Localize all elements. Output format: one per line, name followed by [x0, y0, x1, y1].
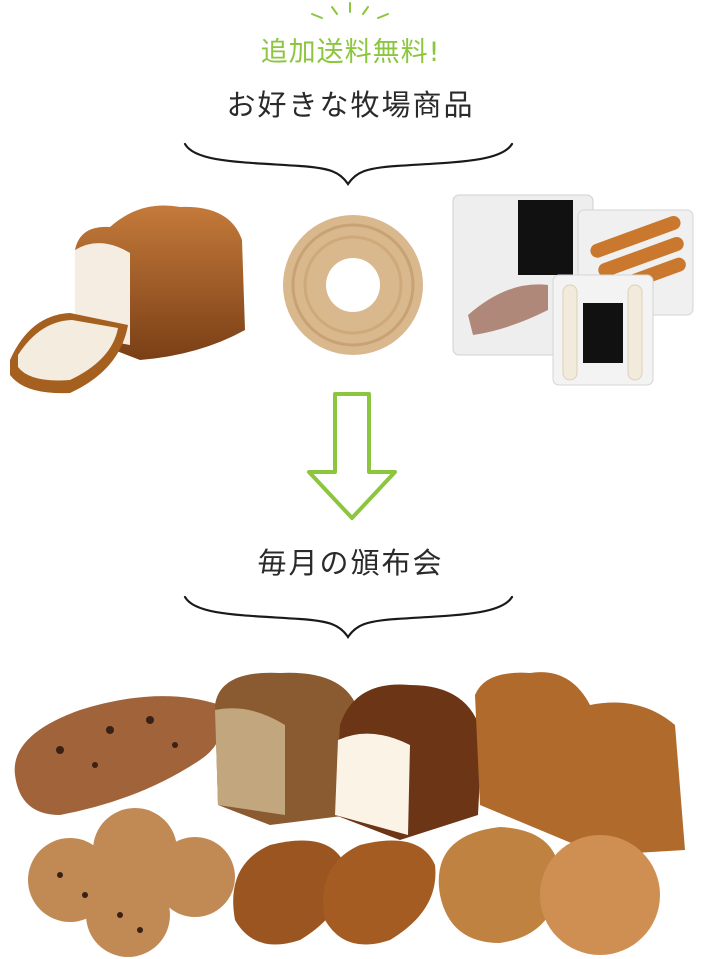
curly-brace-icon — [183, 142, 514, 186]
bread-loaf-image — [10, 205, 245, 394]
sparkle-lines-icon — [311, 2, 389, 19]
down-arrow-outline-icon — [307, 392, 397, 520]
free-shipping-label: 追加送料無料! — [260, 37, 441, 68]
baumkuchen-image — [283, 215, 423, 355]
sausage-bacon-image — [452, 194, 694, 386]
bread-assortment-image — [14, 672, 685, 957]
bottom-heading: 毎月の頒布会 — [257, 546, 444, 580]
curly-brace-icon — [183, 595, 514, 639]
top-heading: お好きな牧場商品 — [226, 88, 475, 122]
